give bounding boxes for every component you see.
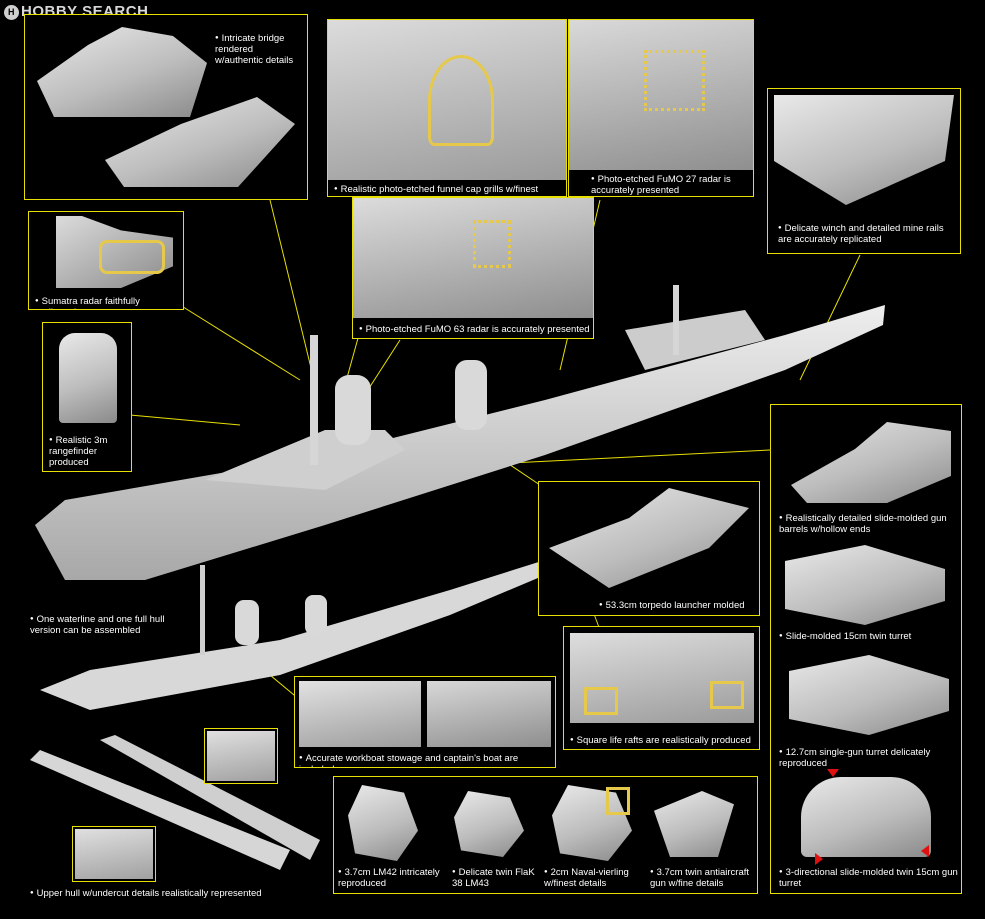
- sumatra-radar-etch: [99, 240, 165, 274]
- fumo63-caption: Photo-etched FuMO 63 radar is accurately…: [359, 324, 593, 335]
- funnel-grill-etch: [428, 55, 494, 146]
- fumo63-radar-etch: [473, 220, 511, 268]
- sumatra-caption: Sumatra radar faithfully replicated: [35, 296, 183, 309]
- fumo27-caption: Photo-etched FuMO 27 radar is accurately…: [591, 174, 751, 196]
- fumo27-model-image: [569, 20, 753, 170]
- twin-turret-image: [785, 545, 945, 625]
- vierling-shield-etch: [606, 787, 630, 815]
- workboat-caption: Accurate workboat stowage and captain's …: [299, 753, 555, 767]
- fumo63-detail-panel: Photo-etched FuMO 63 radar is accurately…: [352, 197, 594, 339]
- raft-etch: [584, 687, 618, 715]
- three-dir-caption: 3-directional slide-molded twin 15cm gun…: [779, 867, 959, 889]
- fumo27-detail-panel: Photo-etched FuMO 27 radar is accurately…: [568, 19, 754, 197]
- hull-stern-detail-panel: [72, 826, 156, 882]
- funnel-caption: Realistic photo-etched funnel cap grills…: [334, 184, 566, 196]
- barrel-turret-image: [791, 422, 951, 503]
- winch-detail-panel: Delicate winch and detailed mine rails a…: [767, 88, 961, 254]
- life-rafts-caption: Square life rafts are realistically prod…: [570, 735, 759, 746]
- waterline-ship-model: [40, 560, 545, 710]
- deck-model-image: [774, 95, 954, 205]
- lm42-image: [348, 785, 418, 861]
- turret-detail-panel: Realistically detailed slide-molded gun …: [770, 404, 962, 894]
- aa37-image: [654, 791, 734, 857]
- workboat-image: [299, 681, 421, 747]
- single-turret-image: [789, 655, 949, 735]
- waterline-caption: One waterline and one full hull version …: [30, 614, 170, 636]
- bridge-detail-panel: Intricate bridge rendered w/authentic de…: [24, 14, 308, 200]
- fumo27-radar-etch: [644, 50, 705, 111]
- funnel-detail-panel: Realistic photo-etched funnel cap grills…: [327, 19, 567, 197]
- rangefinder-caption: Realistic 3m rangefinder produced: [49, 435, 131, 468]
- hull-stern-image: [75, 829, 153, 879]
- hull-bow-image: [207, 731, 275, 781]
- arrow-marker: [921, 845, 929, 857]
- torpedo-caption: 53.3cm torpedo launcher molded: [599, 600, 759, 611]
- flak38-image: [454, 791, 524, 857]
- aa37-caption: 3.7cm twin antiaircraft gun w/fine detai…: [650, 867, 757, 889]
- torpedo-detail-panel: 53.3cm torpedo launcher molded: [538, 481, 760, 616]
- sumatra-detail-panel: Sumatra radar faithfully replicated: [28, 211, 184, 310]
- arrow-marker: [827, 769, 839, 777]
- upper-hull-caption: Upper hull w/undercut details realistica…: [30, 888, 310, 899]
- rangefinder-model-image: [59, 333, 117, 423]
- aa-guns-detail-panel: 3.7cm LM42 intricately reproduced Delica…: [333, 776, 758, 894]
- raft-etch: [710, 681, 744, 709]
- lm42-caption: 3.7cm LM42 intricately reproduced: [338, 867, 448, 889]
- winch-caption: Delicate winch and detailed mine rails a…: [778, 223, 958, 245]
- three-dir-turret-image: [801, 777, 931, 857]
- hull-bow-detail-panel: [204, 728, 278, 784]
- rangefinder-detail-panel: Realistic 3m rangefinder produced: [42, 322, 132, 472]
- single-turret-caption: 12.7cm single-gun turret delicately repr…: [779, 747, 959, 769]
- upper-hull-model: [30, 735, 320, 870]
- main-ship-model: [35, 285, 885, 580]
- workboat-detail-panel: Accurate workboat stowage and captain's …: [294, 676, 556, 768]
- flak38-caption: Delicate twin FlaK 38 LM43: [452, 867, 542, 889]
- twin-turret-caption: Slide-molded 15cm twin turret: [779, 631, 959, 642]
- watermark-logo: H: [4, 5, 19, 20]
- captains-boat-image: [427, 681, 551, 747]
- vierling-caption: 2cm Naval-vierling w/finest details: [544, 867, 644, 889]
- bridge-model-image: [37, 27, 207, 117]
- life-rafts-detail-panel: Square life rafts are realistically prod…: [563, 626, 760, 750]
- torpedo-launcher-image: [549, 488, 749, 588]
- bridge-caption: Intricate bridge rendered w/authentic de…: [215, 33, 303, 66]
- arrow-marker: [815, 853, 823, 865]
- barrels-caption: Realistically detailed slide-molded gun …: [779, 513, 959, 535]
